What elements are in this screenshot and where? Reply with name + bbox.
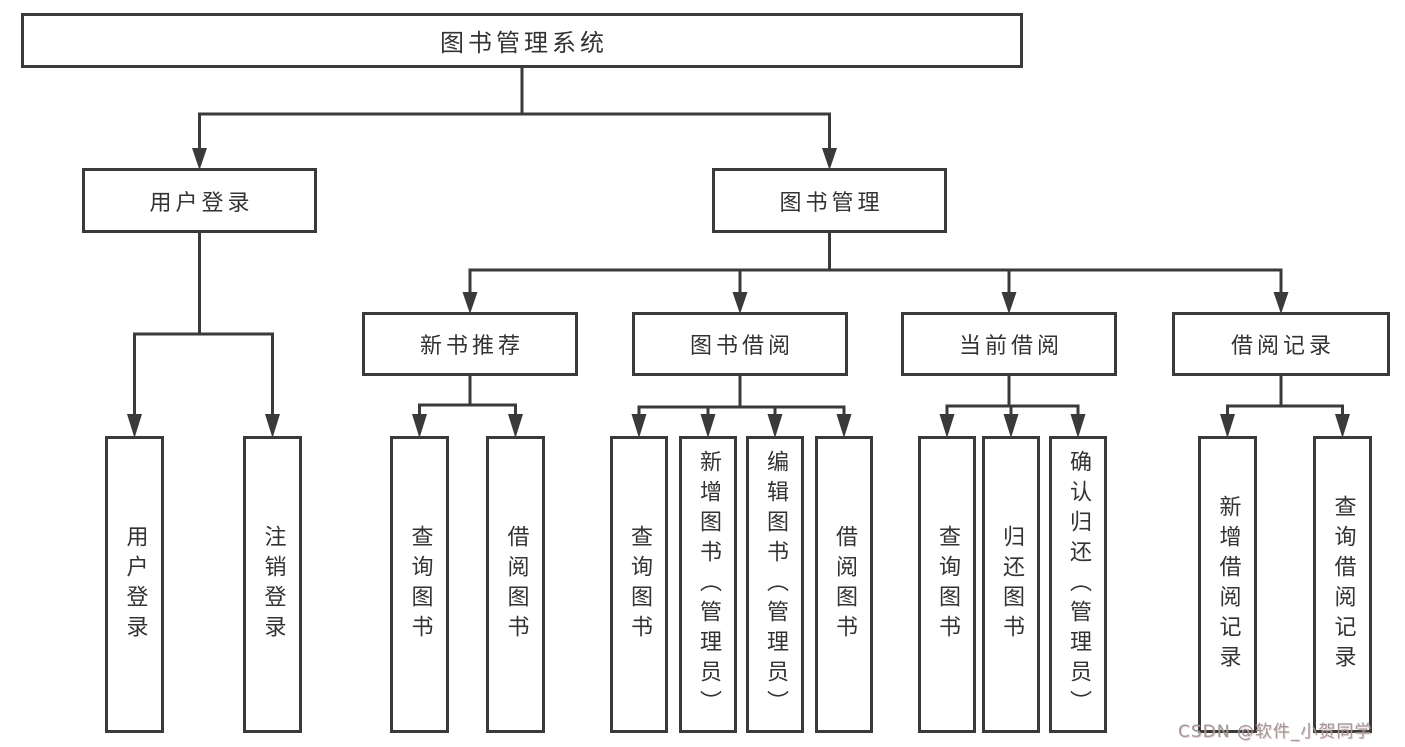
node-label: 查询借阅记录	[1330, 494, 1356, 675]
node-label: 借阅记录	[1230, 334, 1335, 359]
node-user-login: 用户登录	[82, 168, 317, 233]
node-label: 查询图书	[407, 524, 433, 645]
arrowhead-down-icon	[767, 414, 783, 438]
connector-user-login-to-leaves	[127, 233, 280, 438]
node-label: 用户登录	[149, 190, 254, 216]
connector-new-book-recommend-to-leaves	[412, 376, 523, 438]
node-leaf-add-book-admin: 新增图书（管理员）	[679, 436, 737, 733]
node-borrowing-records: 借阅记录	[1172, 312, 1390, 376]
arrowhead-down-icon	[631, 414, 647, 438]
arrowhead-down-icon	[265, 414, 280, 438]
connector-book-management-to-level3	[462, 233, 1289, 314]
arrowhead-down-icon	[462, 292, 478, 314]
node-label: 归还图书	[999, 524, 1024, 645]
arrowhead-down-icon	[939, 414, 955, 438]
node-library-management-system: 图书管理系统	[21, 13, 1023, 68]
node-leaf-add-borrow-record: 新增借阅记录	[1198, 436, 1257, 733]
node-label: 编辑图书（管理员）	[763, 449, 788, 720]
arrowhead-down-icon	[192, 148, 207, 170]
node-leaf-return-book: 归还图书	[982, 436, 1040, 733]
node-leaf-borrow-books-borrowing: 借阅图书	[815, 436, 873, 733]
node-leaf-query-books-borrowing: 查询图书	[610, 436, 668, 733]
arrowhead-down-icon	[732, 292, 748, 314]
node-label: 新书推荐	[419, 334, 524, 359]
arrowhead-down-icon	[127, 414, 142, 438]
node-label: 查询图书	[935, 524, 960, 645]
node-book-management: 图书管理	[712, 168, 947, 233]
node-label: 新增借阅记录	[1215, 494, 1241, 675]
arrowhead-down-icon	[1070, 414, 1086, 438]
arrowhead-down-icon	[700, 414, 716, 438]
arrowhead-down-icon	[412, 414, 427, 438]
node-label: 新增图书（管理员）	[696, 449, 721, 720]
arrowhead-down-icon	[836, 414, 852, 438]
node-book-borrowing: 图书借阅	[632, 312, 848, 376]
connector-borrowing-records-to-leaves	[1220, 376, 1350, 438]
node-leaf-query-borrow-record: 查询借阅记录	[1313, 436, 1372, 733]
node-leaf-user-login: 用户登录	[105, 436, 164, 733]
arrowhead-down-icon	[1003, 414, 1019, 438]
node-leaf-borrow-books-recommend: 借阅图书	[486, 436, 545, 733]
node-leaf-edit-book-admin: 编辑图书（管理员）	[746, 436, 804, 733]
node-label: 当前借阅	[958, 334, 1063, 359]
connector-root-to-level2	[192, 68, 837, 170]
arrowhead-down-icon	[1335, 414, 1350, 438]
node-label: 借阅图书	[832, 524, 857, 645]
node-label: 借阅图书	[503, 524, 529, 645]
connector-current-borrowing-to-leaves	[939, 376, 1086, 438]
node-leaf-logout: 注销登录	[243, 436, 302, 733]
node-label: 注销登录	[260, 524, 286, 645]
node-leaf-query-books-current: 查询图书	[918, 436, 976, 733]
arrowhead-down-icon	[1220, 414, 1235, 438]
node-label: 图书管理系统	[440, 29, 608, 57]
node-current-borrowing: 当前借阅	[901, 312, 1117, 376]
node-leaf-query-books-recommend: 查询图书	[390, 436, 449, 733]
node-leaf-confirm-return-admin: 确认归还（管理员）	[1049, 436, 1107, 733]
node-label: 图书管理	[779, 190, 884, 216]
node-label: 图书借阅	[689, 334, 794, 359]
node-label: 用户登录	[122, 524, 148, 645]
connector-book-borrowing-to-leaves	[631, 376, 852, 438]
arrowhead-down-icon	[822, 148, 837, 170]
node-new-book-recommend: 新书推荐	[362, 312, 578, 376]
node-label: 确认归还（管理员）	[1066, 449, 1091, 720]
arrowhead-down-icon	[1273, 292, 1289, 314]
arrowhead-down-icon	[1001, 292, 1017, 314]
arrowhead-down-icon	[508, 414, 523, 438]
node-label: 查询图书	[627, 524, 652, 645]
